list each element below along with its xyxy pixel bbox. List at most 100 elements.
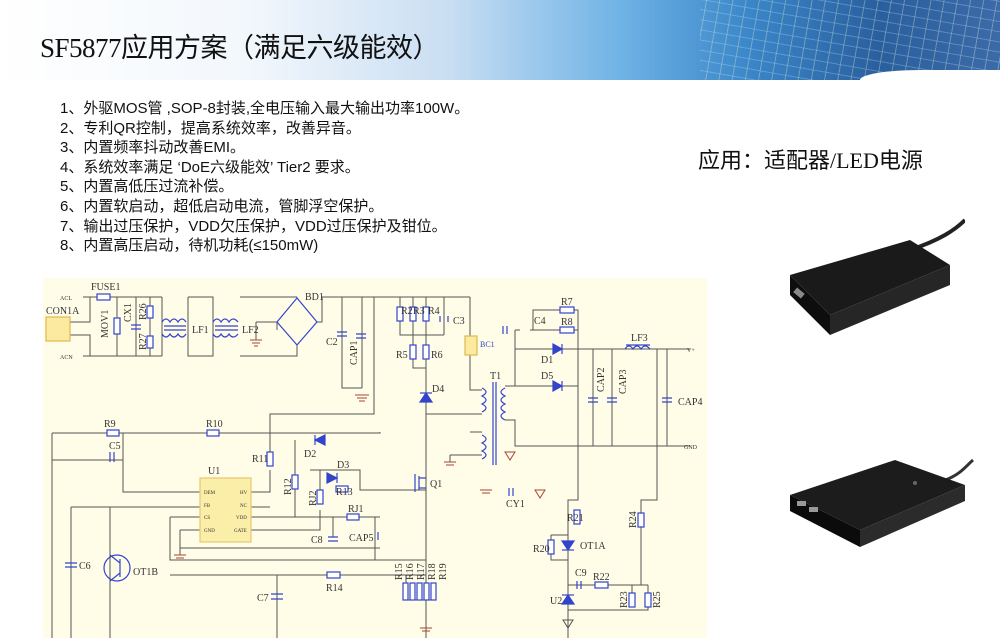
ground-symbols [174, 339, 574, 632]
label-c6: C6 [79, 561, 91, 572]
label-c9: C9 [575, 568, 587, 579]
label-cap4: CAP4 [678, 397, 702, 408]
application-label: 应用：适配器/LED电源 [698, 148, 923, 173]
resistor-r26 [146, 305, 154, 319]
inductor-lf2 [212, 318, 239, 338]
label-u1: U1 [208, 466, 220, 477]
label-r12: R12 [283, 478, 294, 495]
label-r26: R26 [138, 303, 149, 320]
label-r15: R15 [394, 563, 405, 580]
mov [113, 317, 121, 335]
label-ot1a: OT1A [580, 541, 606, 552]
label-q1: Q1 [430, 479, 442, 490]
label-acn: ACN [60, 355, 73, 361]
label-lf2: LF2 [242, 325, 259, 336]
slide-title: SF5877应用方案（满足六级能效） [40, 33, 440, 63]
component-labels: ACL ACN CON1A FUSE1 MOV1 CX1 R26 R27 LF1… [46, 282, 702, 608]
label-c7: C7 [257, 593, 269, 604]
circuit-schematic: ACL ACN CON1A FUSE1 MOV1 CX1 R26 R27 LF1… [43, 278, 707, 638]
resistor-r27 [146, 335, 154, 349]
feature-item: 8、内置高压启动，待机功耗(≤150mW) [60, 237, 319, 255]
label-r3: R3 [413, 306, 425, 317]
feature-list: 1、外驱MOS管 ,SOP-8封装,全电压输入最大输出功率100W。 2、专利Q… [60, 99, 469, 256]
bead-bc1 [464, 335, 478, 356]
label-r25: R25 [652, 591, 663, 608]
label-c5: C5 [109, 441, 121, 452]
pin-cs: CS [204, 516, 210, 521]
label-r7: R7 [561, 297, 573, 308]
label-d4: D4 [432, 384, 444, 395]
header-banner [0, 0, 1000, 80]
label-d5: D5 [541, 371, 553, 382]
ic-u1 [199, 477, 252, 543]
bridge-bd1 [276, 297, 318, 346]
label-rj1: RJ1 [348, 504, 364, 515]
inductor-lf3 [624, 344, 651, 351]
label-r16: R16 [405, 563, 416, 580]
label-r24: R24 [628, 511, 639, 528]
label-con1a: CON1A [46, 306, 80, 317]
label-r6: R6 [431, 350, 443, 361]
feature-item: 2、专利QR控制，提高系统效率，改善异音。 [60, 119, 361, 137]
pin-hv: HV [240, 491, 248, 496]
label-bd1: BD1 [305, 292, 324, 303]
pin-nc: NC [240, 504, 248, 509]
label-acl: ACL [60, 296, 72, 302]
label-cap3: CAP3 [618, 370, 629, 394]
label-c3: C3 [453, 316, 465, 327]
pin-fb: FB [204, 504, 211, 509]
feature-item: 4、系统效率满足 ‘DoE六级能效’ Tier2 要求。 [60, 158, 360, 176]
label-cy1: CY1 [506, 499, 525, 510]
label-r22: R22 [593, 572, 610, 583]
label-r23: R23 [619, 591, 630, 608]
label-rj2: RJ2 [308, 490, 319, 506]
label-r18: R18 [427, 563, 438, 580]
label-cx1: CX1 [123, 303, 134, 322]
label-r2: R2 [401, 306, 413, 317]
label-r27: R27 [138, 333, 149, 350]
fuse [96, 293, 111, 301]
optocoupler-ot1b [103, 554, 131, 582]
label-t1: T1 [490, 371, 501, 382]
label-r8: R8 [561, 317, 573, 328]
feature-item: 1、外驱MOS管 ,SOP-8封装,全电压输入最大输出功率100W。 [60, 100, 470, 117]
banner-curve [860, 70, 1000, 80]
label-cap5: CAP5 [349, 533, 373, 544]
label-r10: R10 [206, 419, 223, 430]
label-r19: R19 [438, 563, 449, 580]
label-r5: R5 [396, 350, 408, 361]
u1-pin-labels: DEM FB CS GND HV NC VDD GATE [204, 491, 248, 534]
label-r4: R4 [428, 306, 440, 317]
label-r20: R20 [533, 544, 550, 555]
pin-gnd: GND [204, 529, 215, 534]
label-c2: C2 [326, 337, 338, 348]
label-d1: D1 [541, 355, 553, 366]
circuit-texture [700, 0, 1000, 80]
label-lf3: LF3 [631, 333, 648, 344]
pin-vdd: VDD [236, 516, 247, 521]
feature-item: 5、内置高低压过流补偿。 [60, 178, 234, 196]
label-d2: D2 [304, 449, 316, 460]
pin-gate: GATE [234, 529, 247, 534]
adapter-image-1 [790, 218, 965, 335]
adapter-image-2 [790, 458, 974, 547]
label-r9: R9 [104, 419, 116, 430]
label-ot1b: OT1B [133, 567, 158, 578]
label-cap1: CAP1 [349, 341, 360, 365]
label-c8: C8 [311, 535, 323, 546]
label-r21: R21 [567, 513, 584, 524]
inductor-lf1 [161, 318, 187, 338]
feature-item: 7、输出过压保护，VDD欠压保护，VDD过压保护及钳位。 [60, 217, 447, 235]
label-vplus: V+ [687, 348, 695, 354]
label-bc1: BC1 [480, 340, 495, 349]
mosfet-q1 [414, 474, 426, 492]
label-mov1: MOV1 [100, 310, 111, 338]
connector-con1a [45, 316, 71, 342]
label-gnd-out: GND [684, 445, 698, 451]
label-d3: D3 [337, 460, 349, 471]
label-r11: R11 [252, 454, 268, 465]
feature-item: 3、内置频率抖动改善EMI。 [60, 139, 246, 157]
label-r13: R13 [336, 487, 353, 498]
feature-item: 6、内置软启动，超低启动电流，管脚浮空保护。 [60, 197, 384, 215]
label-lf1: LF1 [192, 325, 209, 336]
